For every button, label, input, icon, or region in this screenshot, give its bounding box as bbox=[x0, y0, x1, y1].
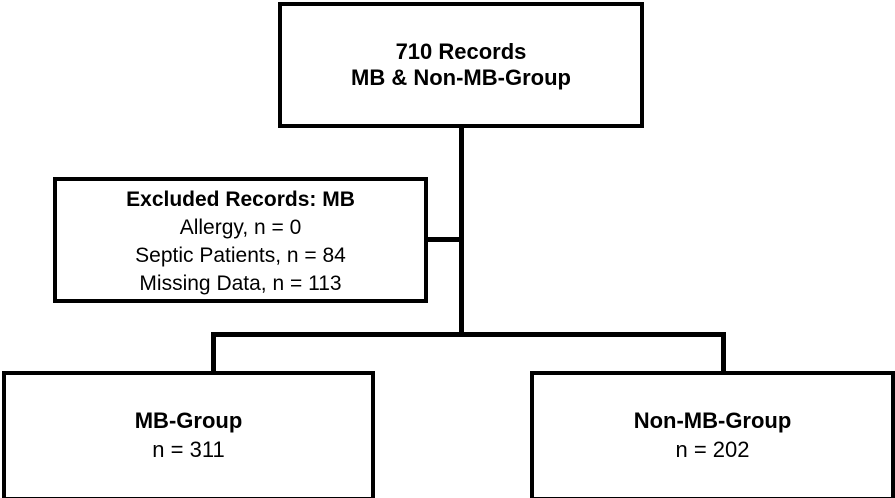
node-records-screened-count: 710 Records bbox=[395, 39, 527, 65]
node-excluded-reason-missing-data: Missing Data, n = 113 bbox=[139, 271, 342, 295]
node-nonmb-group-title: Non-MB-Group bbox=[633, 408, 792, 434]
node-excluded-records: Excluded Records: MB Allergy, n = 0 Sept… bbox=[53, 177, 428, 303]
node-records-screened-groups: MB & Non-MB-Group bbox=[351, 65, 571, 90]
connector-split-to-mb-group bbox=[211, 332, 216, 373]
node-excluded-reason-allergy: Allergy, n = 0 bbox=[179, 215, 302, 239]
connector-split-to-nonmb-group bbox=[721, 332, 726, 373]
connector-split-bar bbox=[211, 332, 726, 337]
connector-trunk-to-excluded bbox=[424, 237, 462, 242]
node-nonmb-group-count: n = 202 bbox=[675, 437, 750, 462]
node-mb-group-title: MB-Group bbox=[134, 408, 243, 434]
connector-root-to-split bbox=[459, 126, 464, 336]
node-mb-group-count: n = 311 bbox=[152, 437, 225, 462]
node-excluded-records-title: Excluded Records: MB bbox=[126, 188, 355, 211]
node-mb-group: MB-Group n = 311 bbox=[2, 371, 375, 498]
node-records-screened: 710 Records MB & Non-MB-Group bbox=[278, 2, 644, 128]
node-nonmb-group: Non-MB-Group n = 202 bbox=[530, 371, 895, 498]
node-excluded-reason-septic-patients: Septic Patients, n = 84 bbox=[135, 243, 346, 267]
